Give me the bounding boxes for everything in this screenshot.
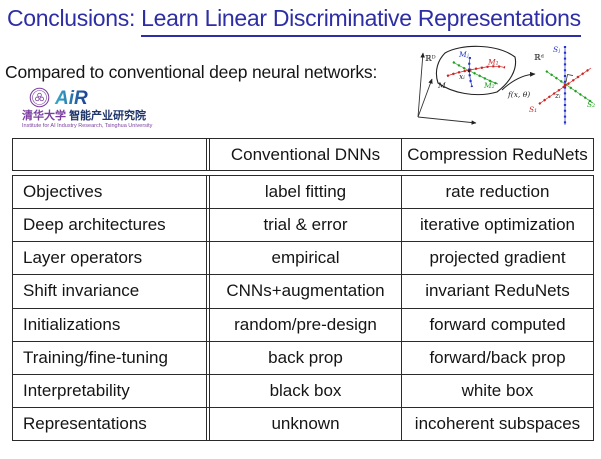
- mapping-label: f(x, θ): [507, 90, 530, 99]
- redunet-cell: invariant ReduNets: [401, 275, 593, 308]
- redunet-cell: iterative optimization: [401, 209, 593, 242]
- row-label: Initializations: [23, 314, 121, 334]
- row-label: Training/fine-tuning: [23, 347, 168, 367]
- dnn-cell: random/pre-design: [206, 308, 401, 341]
- table-row: Shift invariance CNNs+augmentation invar…: [13, 274, 593, 308]
- space-Rd-label: ℝᵈ: [534, 53, 545, 62]
- table-header-row: Conventional DNNs Compression ReduNets: [12, 138, 594, 171]
- mapping-arrow: [501, 71, 536, 91]
- dnn-cell: unknown: [206, 407, 401, 440]
- dnn-cell: back prop: [206, 341, 401, 374]
- manifold-j-label: Mⱼ: [458, 50, 469, 59]
- manifold-1-label: M₁: [487, 58, 499, 67]
- table-row: Deep architectures trial & error iterati…: [13, 208, 593, 242]
- subspace-line-green: [545, 70, 594, 104]
- subspace-2-label: S₂: [587, 100, 595, 109]
- tsinghua-seal-icon: [29, 87, 50, 108]
- table-row: Representations unknown incoherent subsp…: [13, 406, 593, 440]
- point-z-label: zᵢ: [554, 91, 561, 100]
- logo-chinese-line: 清华大学 智能产业研究院: [22, 110, 152, 122]
- subspace-1-label: S₁: [529, 105, 537, 114]
- manifold-label: M: [437, 81, 446, 90]
- redunet-cell: projected gradient: [401, 242, 593, 275]
- redunet-cell: forward/back prop: [401, 341, 593, 374]
- table-row: Interpretability black box white box: [13, 373, 593, 407]
- air-logo-icon: AiR: [54, 88, 88, 108]
- dnn-cell: black box: [206, 374, 401, 407]
- air-logo-text: AiR: [54, 88, 88, 108]
- row-label: Shift invariance: [23, 281, 140, 301]
- manifold-mapping-diagram: ℝᴰ M Mⱼ M₁ M₂ xᵢ f(x, θ) ℝᵈ: [417, 45, 595, 125]
- manifold-2-label: M₂: [483, 81, 495, 90]
- header-compression-redunets: Compression ReduNets: [401, 139, 593, 170]
- table-row: Objectives label fitting rate reduction: [13, 176, 593, 209]
- title-prefix: Conclusions:: [7, 5, 142, 31]
- sample-point-x: [467, 69, 471, 73]
- manifold-curve-green: [452, 61, 499, 86]
- table-row: Training/fine-tuning back prop forward/b…: [13, 340, 593, 374]
- manifold-outline: [435, 45, 517, 96]
- point-x-label: xᵢ: [459, 72, 465, 81]
- row-label: Interpretability: [23, 380, 130, 400]
- redunet-cell: incoherent subspaces: [401, 407, 593, 440]
- row-label: Representations: [23, 413, 147, 433]
- table-row: Initializations random/pre-design forwar…: [13, 307, 593, 341]
- subspace-j-label: Sⱼ: [553, 45, 560, 54]
- subtitle: Compared to conventional deep neural net…: [5, 62, 378, 82]
- row-label: Objectives: [23, 182, 103, 202]
- dnn-cell: CNNs+augmentation: [206, 275, 401, 308]
- table-body: Objectives label fitting rate reduction …: [12, 175, 594, 441]
- page-title: Conclusions: Learn Linear Discriminative…: [7, 5, 581, 37]
- air-institute-logo: AiR 清华大学 智能产业研究院 Institute for AI Indust…: [22, 87, 152, 130]
- redunet-cell: rate reduction: [401, 176, 593, 209]
- table-row: Layer operators empirical projected grad…: [13, 241, 593, 275]
- redunet-cell: white box: [401, 374, 593, 407]
- header-conventional-dnns: Conventional DNNs: [206, 139, 401, 170]
- comparison-table: Conventional DNNs Compression ReduNets O…: [12, 138, 594, 441]
- row-label: Layer operators: [23, 248, 143, 268]
- title-emphasis: Learn Linear Discriminative Representati…: [141, 5, 581, 37]
- logo-university-cn: 清华大学: [22, 109, 66, 122]
- redunet-cell: forward computed: [401, 308, 593, 341]
- manifold-curve-red: [446, 65, 506, 78]
- dnn-cell: empirical: [206, 242, 401, 275]
- logo-english-line: Institute for AI Industry Research, Tsin…: [22, 123, 153, 129]
- orthogonality-mark: [565, 74, 574, 83]
- header-empty-cell: [13, 139, 206, 170]
- rd-axes: [417, 52, 477, 125]
- logo-institute-cn: 智能产业研究院: [69, 110, 147, 122]
- dnn-cell: trial & error: [206, 209, 401, 242]
- dnn-cell: label fitting: [206, 176, 401, 209]
- logo-row: AiR: [29, 87, 152, 108]
- space-RD-label: ℝᴰ: [425, 54, 436, 63]
- sample-point-z: [563, 83, 567, 87]
- row-label: Deep architectures: [23, 215, 166, 235]
